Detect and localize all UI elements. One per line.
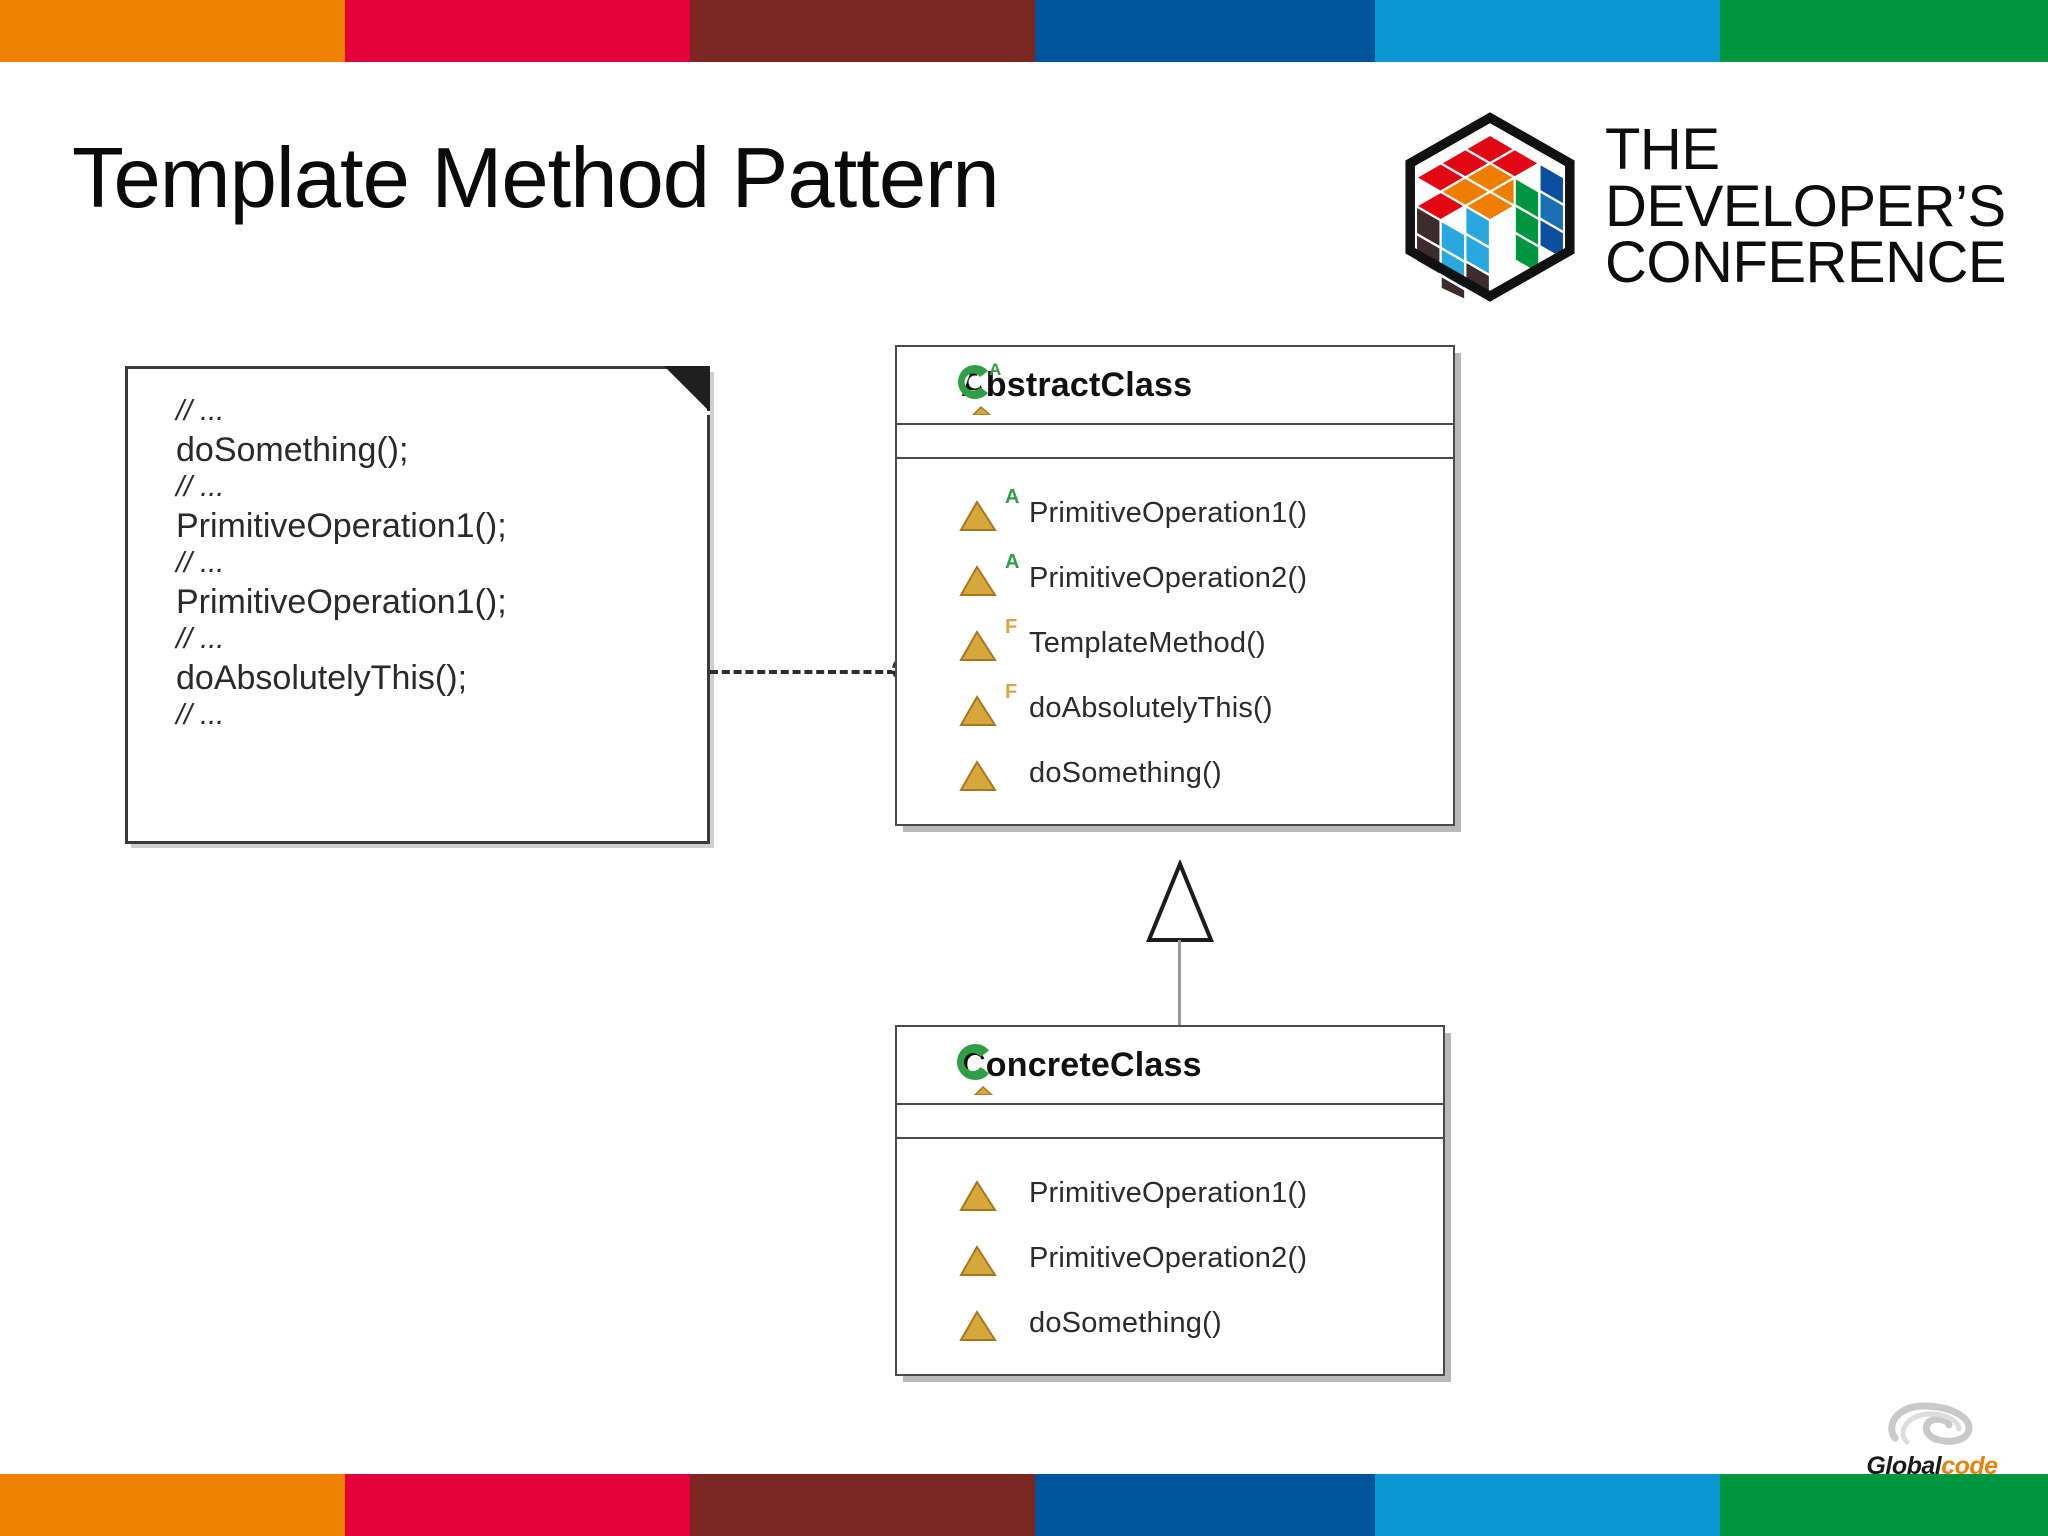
bottom-color-bar	[0, 1474, 2048, 1536]
class-name: ConcreteClass	[961, 1045, 1202, 1084]
note-line: doAbsolutelyThis();	[176, 659, 468, 697]
method-icon	[955, 1296, 1029, 1352]
class-operation-row[interactable]: doSomething()	[897, 741, 1453, 806]
note-line: // ...	[176, 623, 225, 655]
inheritance-arrow-icon	[1146, 860, 1214, 942]
svg-text:F: F	[1005, 681, 1017, 703]
note-fold-edge	[662, 411, 710, 415]
tdc-line-1: THE	[1605, 116, 1720, 182]
method-final-icon: F	[955, 616, 1029, 672]
class-operation-row[interactable]: A PrimitiveOperation2()	[897, 546, 1453, 611]
class-name: AbstractClass	[961, 365, 1193, 404]
note-line: // ...	[176, 395, 225, 427]
note-anchor-line	[710, 670, 895, 674]
color-stripe-brick	[690, 0, 1035, 62]
class-operations-compartment: PrimitiveOperation1() PrimitiveOperation…	[897, 1139, 1443, 1374]
rubiks-cube-hexagon-icon	[1405, 112, 1575, 302]
note-line: PrimitiveOperation1();	[176, 507, 507, 545]
tdc-line-3: CONFERENCE	[1605, 230, 2007, 296]
color-stripe-green	[1720, 1474, 2048, 1536]
note-fold-corner-icon	[664, 366, 710, 412]
generalization-line	[1178, 940, 1181, 1030]
operation-label: doSomething()	[1029, 757, 1222, 789]
uml-class-abstractclass[interactable]: A AbstractClass A PrimitiveOperation1() …	[895, 345, 1455, 826]
class-abstract-icon: A	[945, 357, 1019, 415]
class-operation-row[interactable]: PrimitiveOperation2()	[897, 1226, 1443, 1291]
color-stripe-navy	[1035, 0, 1375, 62]
class-operation-row[interactable]: A PrimitiveOperation1()	[897, 481, 1453, 546]
class-operations-compartment: A PrimitiveOperation1() A PrimitiveOpera…	[897, 459, 1453, 824]
method-icon	[955, 1231, 1029, 1287]
tdc-line-2: DEVELOPER’S	[1605, 173, 2006, 239]
operation-label: PrimitiveOperation2()	[1029, 562, 1308, 594]
svg-text:A: A	[1005, 486, 1019, 508]
note-text: // ...doSomething();// ...PrimitiveOpera…	[176, 395, 507, 737]
method-final-icon: F	[955, 681, 1029, 737]
note-line: // ...	[176, 699, 225, 731]
method-abstract-icon: A	[955, 486, 1029, 542]
color-stripe-crimson	[345, 0, 690, 62]
note-line: doSomething();	[176, 431, 409, 469]
note-line: // ...	[176, 547, 225, 579]
operation-label: doSomething()	[1029, 1307, 1222, 1339]
note-line: // ...	[176, 471, 225, 503]
operation-label: PrimitiveOperation2()	[1029, 1242, 1308, 1274]
top-color-bar	[0, 0, 2048, 62]
operation-label: doAbsolutelyThis()	[1029, 692, 1273, 724]
color-stripe-brick	[690, 1474, 1035, 1536]
class-operation-row[interactable]: F doAbsolutelyThis()	[897, 676, 1453, 741]
class-operation-row[interactable]: PrimitiveOperation1()	[897, 1161, 1443, 1226]
uml-class-concreteclass[interactable]: ConcreteClass PrimitiveOperation1() Prim…	[895, 1025, 1445, 1376]
color-stripe-orange	[0, 1474, 345, 1536]
color-stripe-crimson	[345, 1474, 690, 1536]
class-header: ConcreteClass	[897, 1027, 1443, 1105]
color-stripe-orange	[0, 0, 345, 62]
method-icon	[955, 1166, 1029, 1222]
note-line: PrimitiveOperation1();	[176, 583, 507, 621]
class-operation-row[interactable]: F TemplateMethod()	[897, 611, 1453, 676]
method-abstract-icon: A	[955, 551, 1029, 607]
svg-text:A: A	[1005, 551, 1019, 573]
swirl-icon	[1888, 1402, 1973, 1445]
class-attributes-compartment	[897, 425, 1453, 459]
color-stripe-green	[1720, 0, 2048, 62]
class-header: A AbstractClass	[897, 347, 1453, 425]
globalcode-logo: Globalcode	[1842, 1398, 2022, 1479]
tdc-logo: THE DEVELOPER’S CONFERENCE	[1395, 112, 2007, 302]
class-concrete-icon	[945, 1037, 1019, 1095]
operation-label: TemplateMethod()	[1029, 627, 1266, 659]
tdc-wordmark: THE DEVELOPER’S CONFERENCE	[1605, 116, 2007, 296]
operation-label: PrimitiveOperation1()	[1029, 1177, 1308, 1209]
class-operation-row[interactable]: doSomething()	[897, 1291, 1443, 1356]
svg-text:F: F	[1005, 616, 1017, 638]
svg-text:A: A	[989, 360, 1001, 379]
color-stripe-azure	[1375, 1474, 1720, 1536]
page-title: Template Method Pattern	[72, 131, 1000, 226]
method-icon	[955, 746, 1029, 802]
operation-label: PrimitiveOperation1()	[1029, 497, 1308, 529]
color-stripe-azure	[1375, 0, 1720, 62]
class-attributes-compartment	[897, 1105, 1443, 1139]
color-stripe-navy	[1035, 1474, 1375, 1536]
uml-note: // ...doSomething();// ...PrimitiveOpera…	[125, 366, 710, 844]
